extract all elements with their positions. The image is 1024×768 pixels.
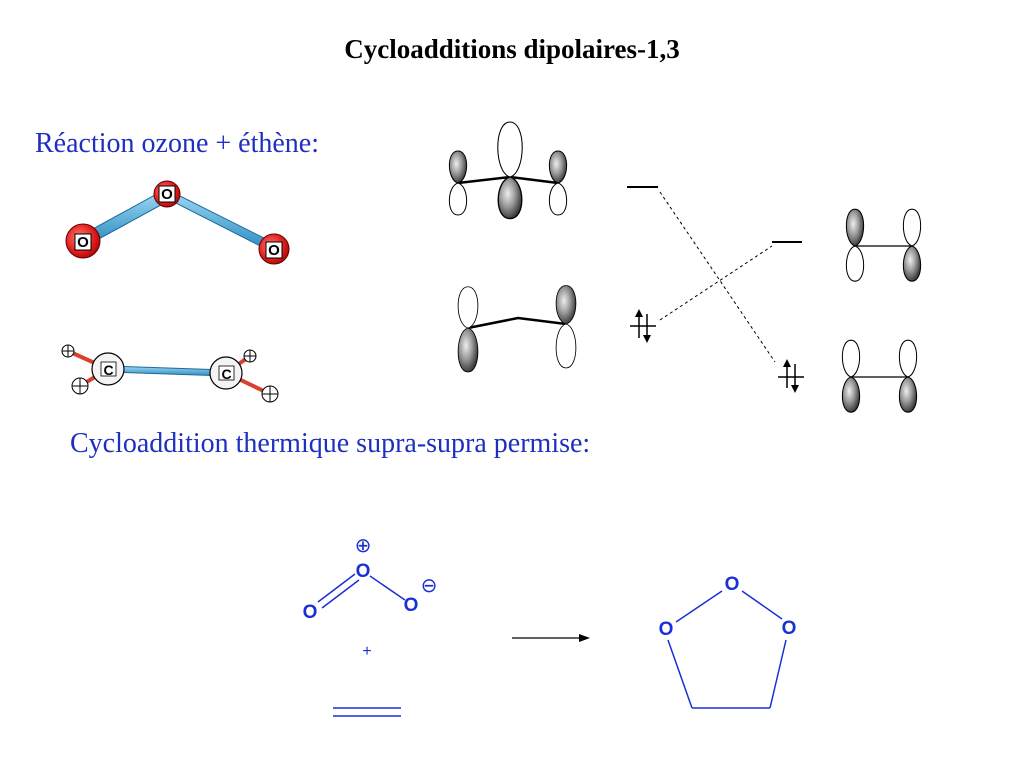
hydrogen-atom bbox=[71, 377, 89, 395]
ozone-atom-right: O bbox=[258, 233, 290, 265]
carbon-label: C bbox=[221, 366, 231, 382]
hydrogen-atom bbox=[243, 349, 257, 363]
double-bond bbox=[321, 579, 360, 609]
energy-diagram bbox=[627, 186, 804, 393]
ethene-homo-electron-pair bbox=[778, 359, 804, 393]
ozone-atom-left: O bbox=[65, 223, 101, 259]
ethene-3d-model: C C bbox=[61, 344, 279, 403]
ring-oxygen-top: O bbox=[725, 574, 740, 595]
plus-sign: + bbox=[362, 643, 371, 660]
correlation-line bbox=[659, 191, 776, 363]
positive-charge-icon: ⊕ bbox=[355, 533, 372, 557]
single-bond bbox=[369, 575, 406, 601]
hydrogen-atom bbox=[261, 385, 279, 403]
ozone-atom-label: O bbox=[161, 186, 173, 203]
carbon-label: C bbox=[103, 362, 113, 378]
double-bond bbox=[317, 573, 356, 603]
cycloaddition-heading: Cycloaddition thermique supra-supra perm… bbox=[70, 428, 591, 459]
ring-oxygen-left: O bbox=[659, 619, 674, 640]
ozone-oxygen-right: O bbox=[404, 595, 419, 616]
negative-charge-icon: ⊖ bbox=[421, 573, 438, 597]
ethene-homo-orbital bbox=[841, 339, 918, 413]
reaction-heading: Réaction ozone + éthène: bbox=[35, 128, 320, 159]
ozone-bond-right bbox=[165, 189, 277, 253]
ozone-atom-label: O bbox=[268, 242, 280, 259]
ozone-oxygen-left: O bbox=[303, 602, 318, 623]
ethene-cc-bond bbox=[107, 365, 227, 377]
carbon-atom: C bbox=[209, 356, 243, 390]
ozone-atom-top: O bbox=[153, 180, 181, 208]
trioxolane-ring: O O O bbox=[659, 574, 797, 709]
ozone-lewis-structure: O O O ⊕ ⊖ bbox=[303, 533, 438, 623]
carbon-atom: C bbox=[91, 352, 125, 386]
reaction-arrow bbox=[512, 634, 590, 642]
page-title: Cycloadditions dipolaires-1,3 bbox=[344, 34, 680, 64]
ethene-double-bond bbox=[333, 707, 401, 717]
ozone-lumo-orbital bbox=[448, 121, 568, 220]
ring-oxygen-right: O bbox=[782, 618, 797, 639]
ozone-oxygen-center: O bbox=[356, 561, 371, 582]
ethene-lumo-orbital bbox=[845, 208, 922, 282]
ozone-homo-electron-pair bbox=[630, 309, 656, 343]
ozone-atom-label: O bbox=[77, 234, 89, 251]
ozone-homo-orbital bbox=[457, 285, 577, 373]
ozone-3d-model: O O O bbox=[65, 180, 290, 265]
correlation-line bbox=[659, 245, 773, 321]
hydrogen-atom bbox=[61, 344, 75, 358]
